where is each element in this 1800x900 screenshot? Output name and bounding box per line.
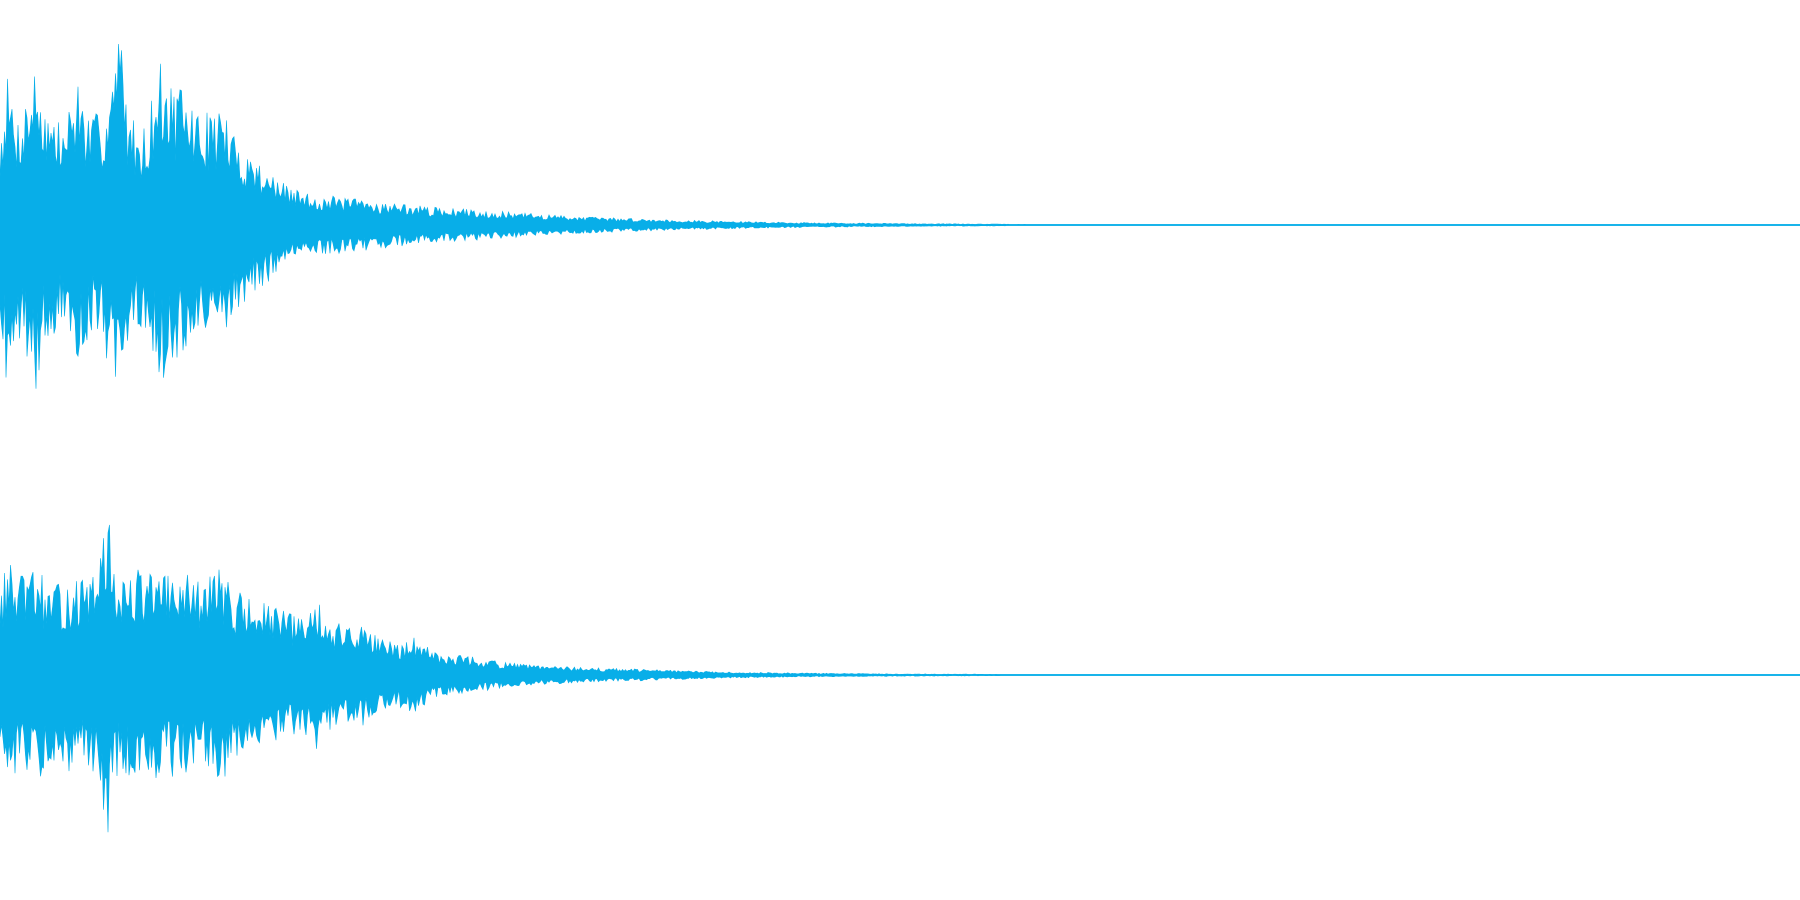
waveform-channel-1 [0,43,1800,389]
channel-2-waveform [0,524,1800,833]
channel-1-waveform [0,43,1800,389]
waveform-channel-2 [0,524,1800,833]
